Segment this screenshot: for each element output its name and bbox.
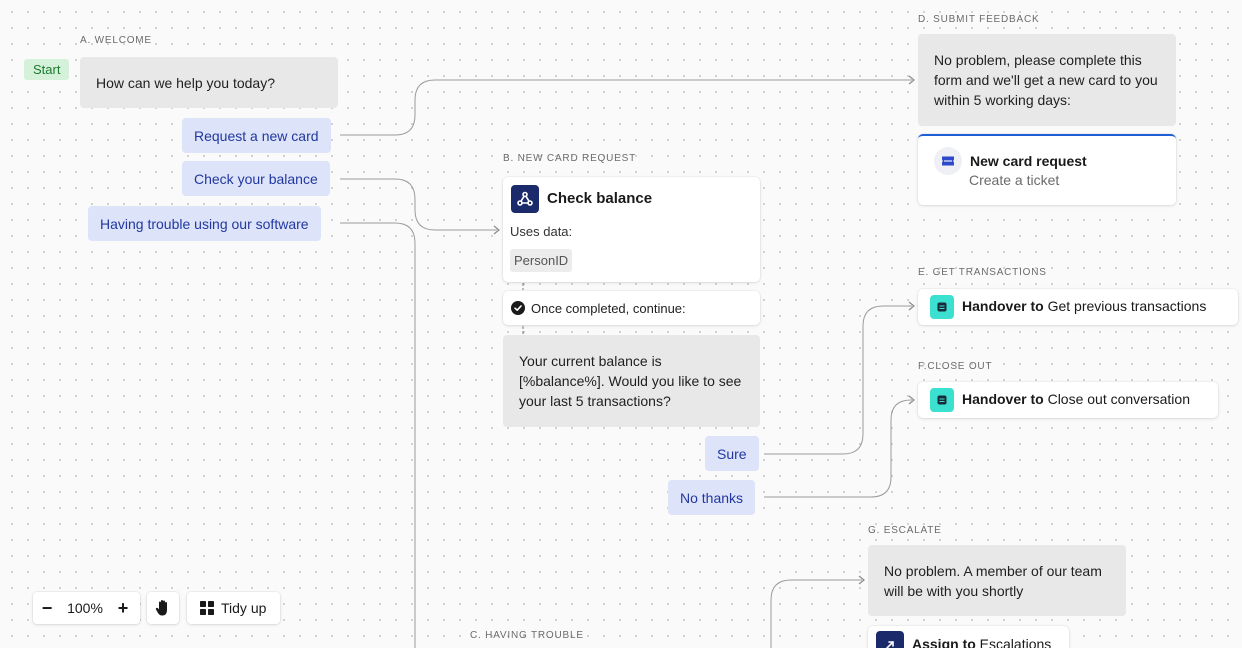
zoom-controls: − 100% + (33, 592, 140, 624)
edge-balance-to-check (340, 178, 497, 231)
edge-new-card-to-feedback (340, 79, 912, 136)
arrowhead-check (493, 225, 500, 235)
check-circle-icon (511, 301, 525, 315)
uses-data-label: Uses data: (510, 224, 573, 239)
continue-label: Once completed, continue: (531, 301, 686, 316)
feedback-message[interactable]: No problem, please complete this form an… (918, 34, 1176, 126)
reply-check-balance[interactable]: Check your balance (182, 161, 330, 196)
pan-button[interactable] (147, 592, 179, 624)
handover-icon (930, 388, 954, 412)
arrowhead-closeout (908, 395, 915, 405)
reply-request-new-card[interactable]: Request a new card (182, 118, 331, 153)
assign-escalations[interactable]: Assign to Escalations (868, 626, 1069, 648)
arrowhead-escalate (858, 575, 865, 585)
handover-close-out[interactable]: Handover to Close out conversation (918, 382, 1218, 418)
grid-icon (200, 601, 214, 615)
hand-icon (155, 599, 171, 617)
escalate-message[interactable]: No problem. A member of our team will be… (868, 545, 1126, 616)
ticket-subtitle: Create a ticket (969, 172, 1060, 188)
assign-target: Escalations (979, 636, 1052, 648)
tidy-up-label: Tidy up (221, 600, 267, 616)
welcome-message[interactable]: How can we help you today? (80, 57, 338, 108)
handover-prefix: Handover to (962, 391, 1044, 407)
zoom-level: 100% (67, 600, 103, 616)
section-label-having-trouble: C. HAVING TROUBLE (470, 630, 584, 641)
handover-get-transactions[interactable]: Handover to Get previous transactions (918, 289, 1238, 325)
webhook-icon (511, 185, 539, 213)
section-label-close-out: F.CLOSE OUT (918, 361, 993, 372)
reply-no-thanks[interactable]: No thanks (668, 480, 756, 515)
tidy-up-button[interactable]: Tidy up (187, 592, 280, 624)
start-badge: Start (24, 59, 70, 80)
section-label-escalate: G. ESCALATE (868, 525, 942, 536)
assign-prefix: Assign to (912, 636, 976, 648)
handover-prefix: Handover to (962, 298, 1044, 314)
continue-row: Once completed, continue: (503, 291, 760, 325)
section-label-submit-feedback: D. SUBMIT FEEDBACK (918, 14, 1040, 25)
section-label-get-transactions: E. GET TRANSACTIONS (918, 267, 1047, 278)
check-balance-action-card[interactable]: Check balance Uses data: PersonID (503, 177, 760, 282)
handover-icon (930, 295, 954, 319)
arrowhead-transactions (908, 301, 915, 311)
section-label-new-card-request: B. NEW CARD REQUEST (503, 153, 636, 164)
reply-having-trouble[interactable]: Having trouble using our software (88, 206, 321, 241)
edge-nothanks-to-closeout (764, 399, 912, 498)
handover-target: Close out conversation (1047, 391, 1190, 407)
action-title: Check balance (547, 190, 653, 207)
edge-trouble-down (340, 222, 416, 648)
zoom-in-button[interactable]: + (117, 597, 129, 618)
assign-icon (876, 631, 904, 648)
ticket-title: New card request (970, 153, 1087, 169)
edge-sure-to-transactions (764, 305, 912, 455)
zoom-out-button[interactable]: − (41, 597, 53, 618)
ticket-card-new-card-request[interactable]: New card request Create a ticket (918, 134, 1176, 205)
section-label-welcome: A. WELCOME (80, 35, 152, 46)
handover-target: Get previous transactions (1047, 298, 1207, 314)
arrowhead-feedback (908, 75, 915, 85)
reply-sure[interactable]: Sure (705, 436, 759, 471)
edge-escalate (770, 579, 862, 648)
ticket-icon (934, 147, 962, 175)
data-chip-personid: PersonID (510, 249, 573, 272)
balance-message[interactable]: Your current balance is [%balance%]. Wou… (503, 335, 760, 427)
